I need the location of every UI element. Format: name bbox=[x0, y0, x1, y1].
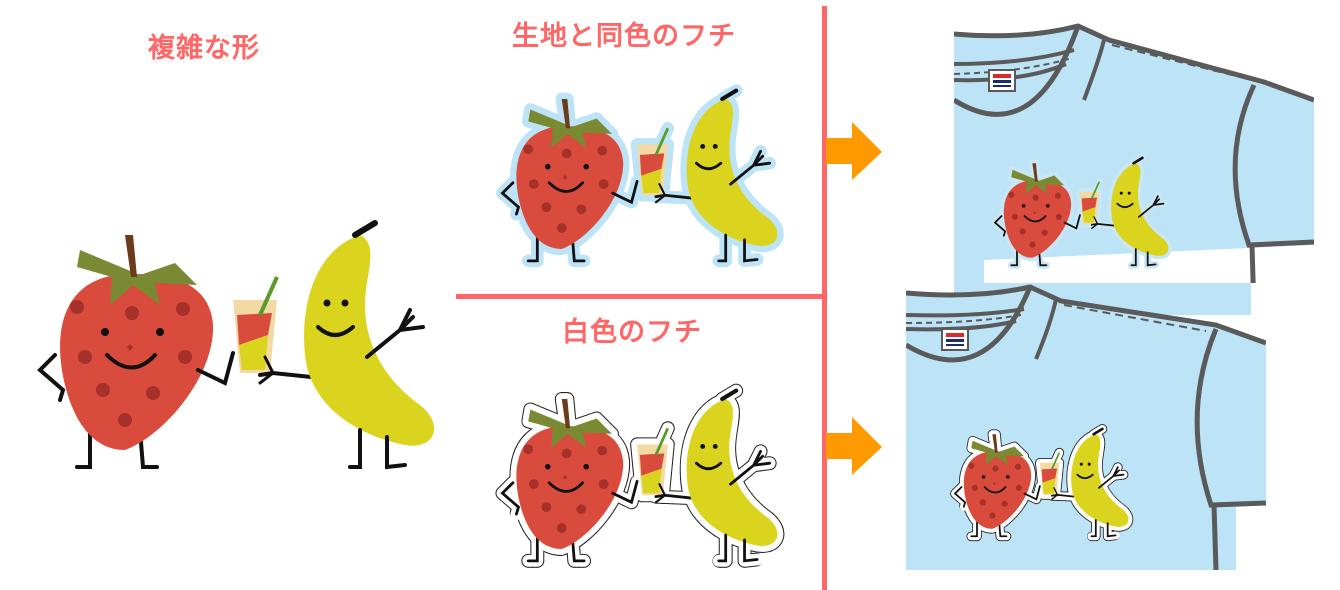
label-white-border: 白色のフチ bbox=[562, 317, 702, 348]
illustration-same-color-border bbox=[485, 78, 785, 270]
illustration-white-border bbox=[485, 378, 785, 570]
label-same-color-border: 生地と同色のフチ bbox=[512, 21, 736, 52]
illustration-complex-shape bbox=[15, 205, 445, 480]
arrow-right-icon bbox=[826, 122, 890, 182]
arrow-right-icon bbox=[826, 417, 890, 477]
tshirt-same-color-border bbox=[954, 20, 1314, 312]
label-complex-shape: 複雑な形 bbox=[148, 33, 260, 64]
horizontal-divider bbox=[456, 294, 824, 299]
vertical-divider bbox=[822, 6, 827, 590]
tshirt-white-border bbox=[906, 283, 1266, 570]
